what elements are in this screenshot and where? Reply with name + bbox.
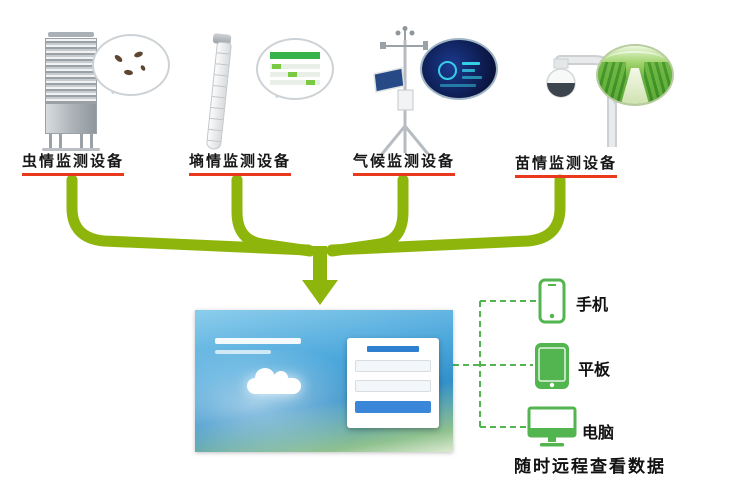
trap-cabinet [45,103,97,134]
equipment-box [397,89,414,111]
trap-cap [48,32,94,37]
cloud-graphic [247,368,301,394]
tablet-icon [535,343,569,389]
desktop-computer-icon [527,406,577,447]
green-dashboard-bubble [256,38,334,100]
camera-lens [547,83,575,97]
slogan-text-line [215,350,271,354]
dark-dashboard-bubble [420,38,498,100]
down-arrowhead [302,280,338,305]
password-field [355,380,431,392]
trap-louvers [45,38,97,104]
device-label-climate: 气候监测设备 [352,150,456,176]
login-title-bar [367,346,419,352]
soil-moisture-probe-device [198,33,252,156]
solar-panel [373,67,405,93]
insect-trap-device [42,32,100,152]
smartphone-icon [538,278,566,324]
terminal-label-computer: 电脑 [582,425,615,442]
device-label-seedling: 苗情监测设备 [514,152,618,178]
weather-station-device [373,26,430,155]
device-label-soil: 墒情监测设备 [188,150,292,176]
login-button [355,401,431,413]
terminal-label-phone: 手机 [576,297,609,314]
greenhouse-photo-bubble [596,44,674,106]
footer-note: 随时远程查看数据 [514,457,666,476]
cloud-platform-screenshot [195,310,453,452]
insects-photo-bubble [92,34,170,96]
terminal-label-tablet: 平板 [578,362,611,379]
device-label-insect: 虫情监测设备 [21,150,125,176]
slogan-text-line [215,338,301,344]
login-panel [347,338,439,428]
username-field [355,360,431,372]
